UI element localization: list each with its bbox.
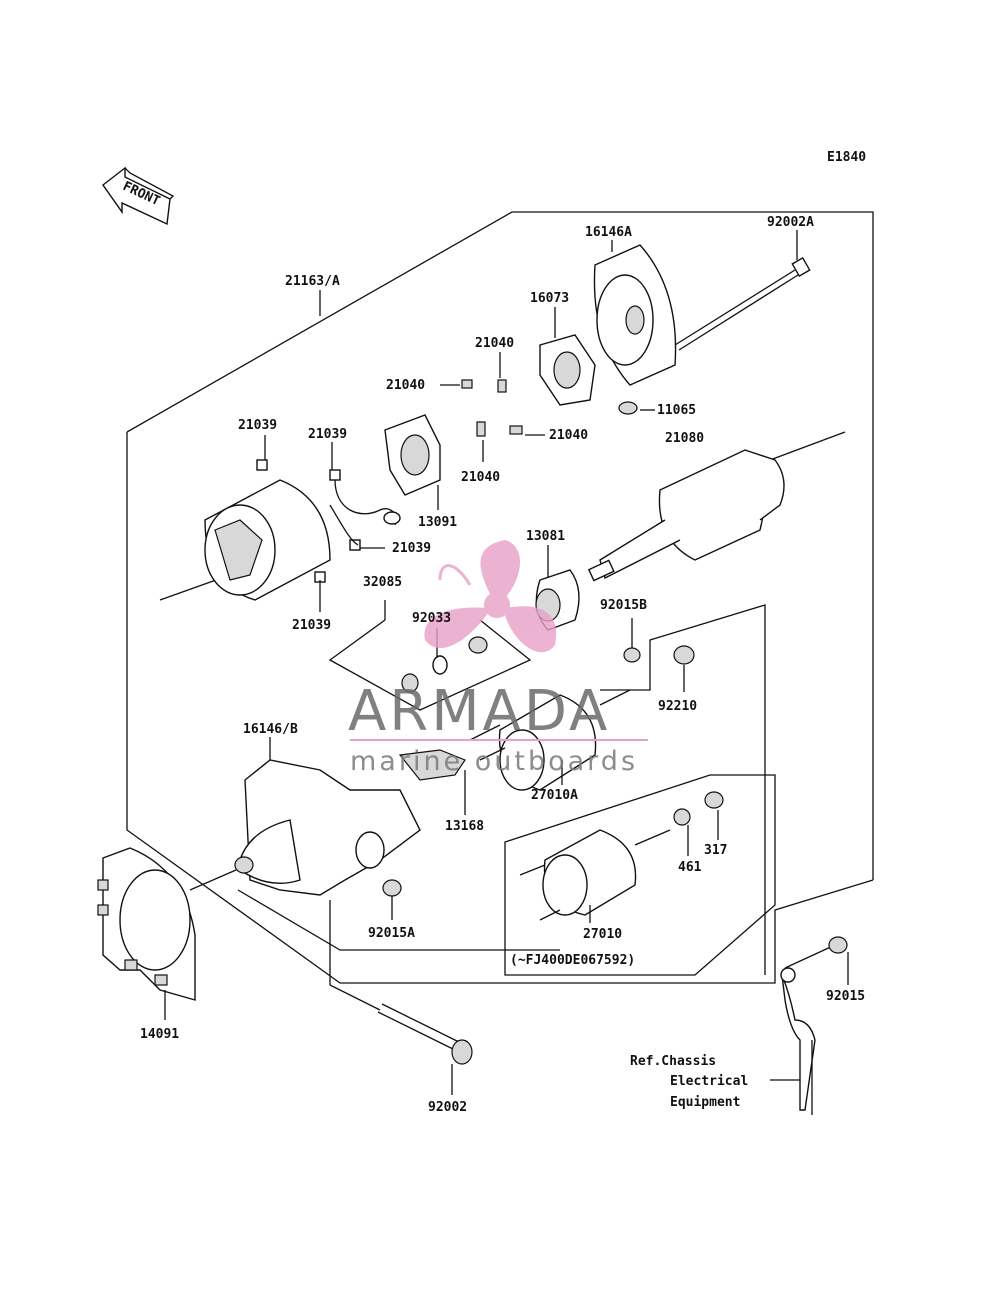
through-bolt-lower bbox=[329, 900, 473, 1065]
label-21040-top: 21040 bbox=[475, 336, 514, 351]
rear-bracket bbox=[593, 244, 677, 386]
nut-kit bbox=[468, 636, 488, 654]
label-21039-top-right: 21039 bbox=[308, 427, 347, 442]
brush-holder bbox=[384, 414, 441, 496]
reference-line-2: Electrical bbox=[670, 1074, 748, 1089]
reference-line-3: Equipment bbox=[670, 1095, 740, 1110]
ring-92033 bbox=[432, 655, 448, 675]
washer-kit bbox=[401, 673, 419, 693]
nut-11065 bbox=[618, 401, 638, 415]
label-16146-b: 16146/B bbox=[243, 722, 298, 737]
washer-461 bbox=[673, 808, 691, 826]
assembly-outline bbox=[126, 211, 874, 984]
label-27010: 27010 bbox=[583, 927, 622, 942]
label-13081: 13081 bbox=[526, 529, 565, 544]
label-13168: 13168 bbox=[445, 819, 484, 834]
through-bolt-upper bbox=[674, 256, 811, 351]
label-92015: 92015 bbox=[826, 989, 865, 1004]
label-16073: 16073 bbox=[530, 291, 569, 306]
label-92002a: 92002A bbox=[767, 215, 814, 230]
shift-lever bbox=[398, 749, 466, 781]
nut-92015A bbox=[382, 879, 402, 897]
label-92033: 92033 bbox=[412, 611, 451, 626]
diagram-code: E1840 bbox=[827, 150, 866, 165]
label-16146a: 16146A bbox=[585, 225, 632, 240]
front-arrow-icon: FRONT bbox=[102, 166, 175, 226]
label-21039-bottom: 21039 bbox=[292, 618, 331, 633]
label-21040-bottom: 21040 bbox=[461, 470, 500, 485]
starter-outline bbox=[237, 604, 766, 975]
front-bracket bbox=[189, 759, 421, 896]
armature bbox=[587, 431, 846, 582]
label-21039-top-left: 21039 bbox=[238, 418, 277, 433]
reference-note: Ref.Chassis Electrical Equipment bbox=[630, 1054, 748, 1110]
watermark-tagline: marine outboards bbox=[350, 746, 638, 777]
label-21040-left: 21040 bbox=[386, 378, 425, 393]
label-11065: 11065 bbox=[657, 403, 696, 418]
watermark-brand: ARMADA bbox=[348, 679, 610, 744]
label-21163-a: 21163/A bbox=[285, 274, 340, 289]
label-92002: 92002 bbox=[428, 1100, 467, 1115]
label-13091: 13091 bbox=[418, 515, 457, 530]
reference-line-1: Ref.Chassis bbox=[630, 1054, 716, 1069]
propeller-logo-icon bbox=[424, 540, 557, 653]
label-21039-right: 21039 bbox=[392, 541, 431, 556]
label-21040-right: 21040 bbox=[549, 428, 588, 443]
solenoid-lower bbox=[519, 829, 671, 921]
nut-317 bbox=[704, 791, 724, 809]
label-92210: 92210 bbox=[658, 699, 697, 714]
cover-plate bbox=[97, 847, 196, 1001]
nut-92210 bbox=[673, 645, 695, 665]
label-92015a: 92015A bbox=[368, 926, 415, 941]
label-21080: 21080 bbox=[665, 431, 704, 446]
label-317: 317 bbox=[704, 843, 727, 858]
brush-plate bbox=[539, 334, 596, 406]
watermark: ARMADA marine outboards bbox=[348, 540, 648, 777]
serial-inset-box bbox=[504, 774, 776, 976]
label-92015b: 92015B bbox=[600, 598, 647, 613]
brush-springs bbox=[461, 379, 523, 437]
part-labels: 21163/A 16146A 92002A 16073 21040 21040 … bbox=[140, 215, 865, 1115]
label-32085: 32085 bbox=[363, 575, 402, 590]
leader-lines bbox=[164, 230, 849, 1095]
yoke-housing bbox=[159, 459, 401, 601]
nut-92015B bbox=[623, 647, 641, 663]
solenoid-upper bbox=[469, 689, 631, 791]
label-14091: 14091 bbox=[140, 1027, 179, 1042]
kit-outline bbox=[328, 600, 532, 711]
label-serial-note: (~FJ400DE067592) bbox=[510, 953, 635, 968]
label-27010a: 27010A bbox=[531, 788, 578, 803]
label-461: 461 bbox=[678, 860, 702, 875]
battery-cable bbox=[770, 936, 848, 1115]
